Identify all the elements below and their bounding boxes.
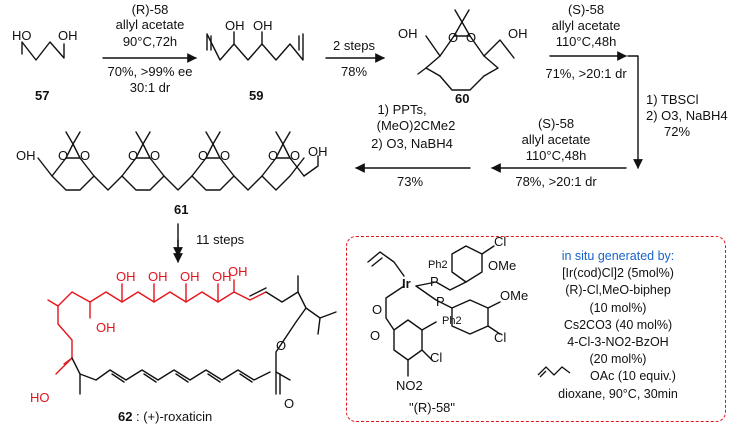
compound-62-label: 62 [118, 409, 132, 424]
condition-line: 1) PPTs, [377, 102, 426, 117]
atom-label: O [290, 148, 300, 163]
compound-62-name: : (+)-roxaticin [136, 409, 212, 424]
inset-item: [Ir(cod)Cl]2 (5mol%) [562, 266, 674, 281]
step-2-conditions: 2 steps 78% [325, 38, 385, 79]
atom-label: O [198, 148, 208, 163]
compound-60-structure: OH OH O O 60 [398, 9, 528, 106]
atom-label: OH [253, 18, 273, 33]
atom-label: NO2 [396, 378, 423, 393]
compound-57-structure: HO OH 57 [12, 28, 78, 103]
atom-label: HO [12, 28, 32, 43]
atom-label: OH [116, 269, 136, 284]
catalyst-label: (R)-58 [132, 2, 169, 17]
inset-item: (20 mol%) [589, 352, 647, 367]
condition-line: 110°C,48h [526, 148, 587, 163]
step-6-conditions: 1) PPTs, (MeO)2CMe2 2) O3, NaBH4 73% [355, 102, 471, 189]
atom-label: O [268, 148, 278, 163]
atom-label: Ir [402, 276, 411, 291]
atom-label: O [448, 30, 458, 45]
atom-label: P [430, 274, 439, 289]
atom-label: O [276, 338, 286, 353]
atom-label: OH [148, 269, 168, 284]
atom-label: OH [212, 269, 232, 284]
atom-label: Ph2 [442, 315, 462, 327]
condition-line: (MeO)2CMe2 [377, 118, 456, 133]
atom-label: O [220, 148, 230, 163]
atom-label: O [370, 328, 380, 343]
atom-label: O [466, 30, 476, 45]
atom-label: OH [58, 28, 78, 43]
atom-label: O [58, 148, 68, 163]
condition-line: 2) O3, NaBH4 [646, 108, 728, 123]
atom-label: OH [508, 26, 528, 41]
condition-line: 2 steps [333, 38, 375, 53]
yield-line: 70%, >99% ee [108, 64, 193, 79]
atom-label: Cl [494, 330, 506, 345]
condition-line: allyl acetate [116, 17, 185, 32]
step-5-conditions: (S)-58 allyl acetate 110°C,48h 78%, >20:… [491, 116, 627, 189]
atom-label: Cl [494, 234, 506, 249]
condition-line: allyl acetate [522, 132, 591, 147]
atom-label: OH [228, 264, 248, 279]
atom-label: O [372, 302, 382, 317]
atom-label: O [128, 148, 138, 163]
step-3-conditions: (S)-58 allyl acetate 110°C,48h 71%, >20:… [545, 2, 627, 81]
compound-57-label: 57 [35, 88, 49, 103]
compound-61-structure: OH OH O O O O O O O O 61 [16, 131, 328, 217]
yield-line: 78%, >20:1 dr [515, 174, 597, 189]
inset-item: dioxane, 90°C, 30min [558, 386, 678, 401]
step-7-conditions: 11 steps [173, 223, 245, 263]
atom-label: O [284, 396, 294, 411]
catalyst-label: (S)-58 [568, 2, 604, 17]
atom-label: OMe [500, 288, 528, 303]
step-1-conditions: (R)-58 allyl acetate 90°C,72h 70%, >99% … [102, 2, 197, 95]
condition-line: 110°C,48h [556, 34, 617, 49]
atom-label: OMe [488, 258, 516, 273]
yield-line: 71%, >20:1 dr [545, 66, 627, 81]
catalyst-label: (S)-58 [538, 116, 574, 131]
reaction-arrow-4 [627, 55, 643, 169]
inset-item: (R)-Cl,MeO-biphep [565, 283, 671, 298]
condition-line: 2) O3, NaBH4 [371, 136, 453, 151]
atom-label: O [80, 148, 90, 163]
atom-label: OH [398, 26, 418, 41]
atom-label: P [436, 294, 445, 309]
condition-line: 1) TBSCl [646, 92, 699, 107]
compound-61-label: 61 [174, 202, 188, 217]
inset-item: (10 mol%) [589, 300, 647, 315]
atom-label: OH [225, 18, 245, 33]
allyl-acetate-icon [537, 366, 571, 378]
atom-label: OH [16, 148, 36, 163]
catalyst-inset-box [346, 236, 726, 422]
inset-item-allyl-acetate: OAc (10 equiv.) [590, 369, 676, 384]
atom-label: OH [180, 269, 200, 284]
inset-header: in situ generated by: [561, 249, 675, 263]
yield-line: 72% [664, 124, 690, 139]
step-4-conditions: 1) TBSCl 2) O3, NaBH4 72% [627, 55, 728, 169]
atom-label: OH [96, 320, 116, 335]
condition-line: 90°C,72h [123, 34, 177, 49]
compound-60-label: 60 [455, 91, 469, 106]
yield-line: 78% [341, 64, 367, 79]
catalyst-58-label: "(R)-58" [409, 400, 455, 415]
dr-line: 30:1 dr [130, 80, 171, 95]
catalyst-generation-list: in situ generated by: [Ir(cod)Cl]2 (5mol… [518, 248, 718, 403]
atom-label: Ph2 [428, 259, 448, 271]
yield-line: 73% [397, 174, 423, 189]
atom-label: O [150, 148, 160, 163]
inset-item: Cs2CO3 (40 mol%) [563, 317, 673, 332]
compound-59-label: 59 [249, 88, 263, 103]
atom-label: Cl [430, 350, 442, 365]
compound-59-structure: OH OH 59 [206, 18, 304, 103]
atom-label: HO [30, 390, 50, 405]
inset-item: 4-Cl-3-NO2-BzOH [567, 335, 669, 350]
catalyst-58-structure: Ir O O P P Ph2 Ph2 Cl OMe OMe Cl Cl NO2 … [367, 234, 528, 415]
condition-line: 11 steps [196, 232, 245, 247]
atom-label: OH [308, 144, 328, 159]
condition-line: allyl acetate [552, 18, 621, 33]
compound-62-structure: OH OH OH OH OH OH HO O O 62 : (+)-roxati… [30, 264, 337, 424]
